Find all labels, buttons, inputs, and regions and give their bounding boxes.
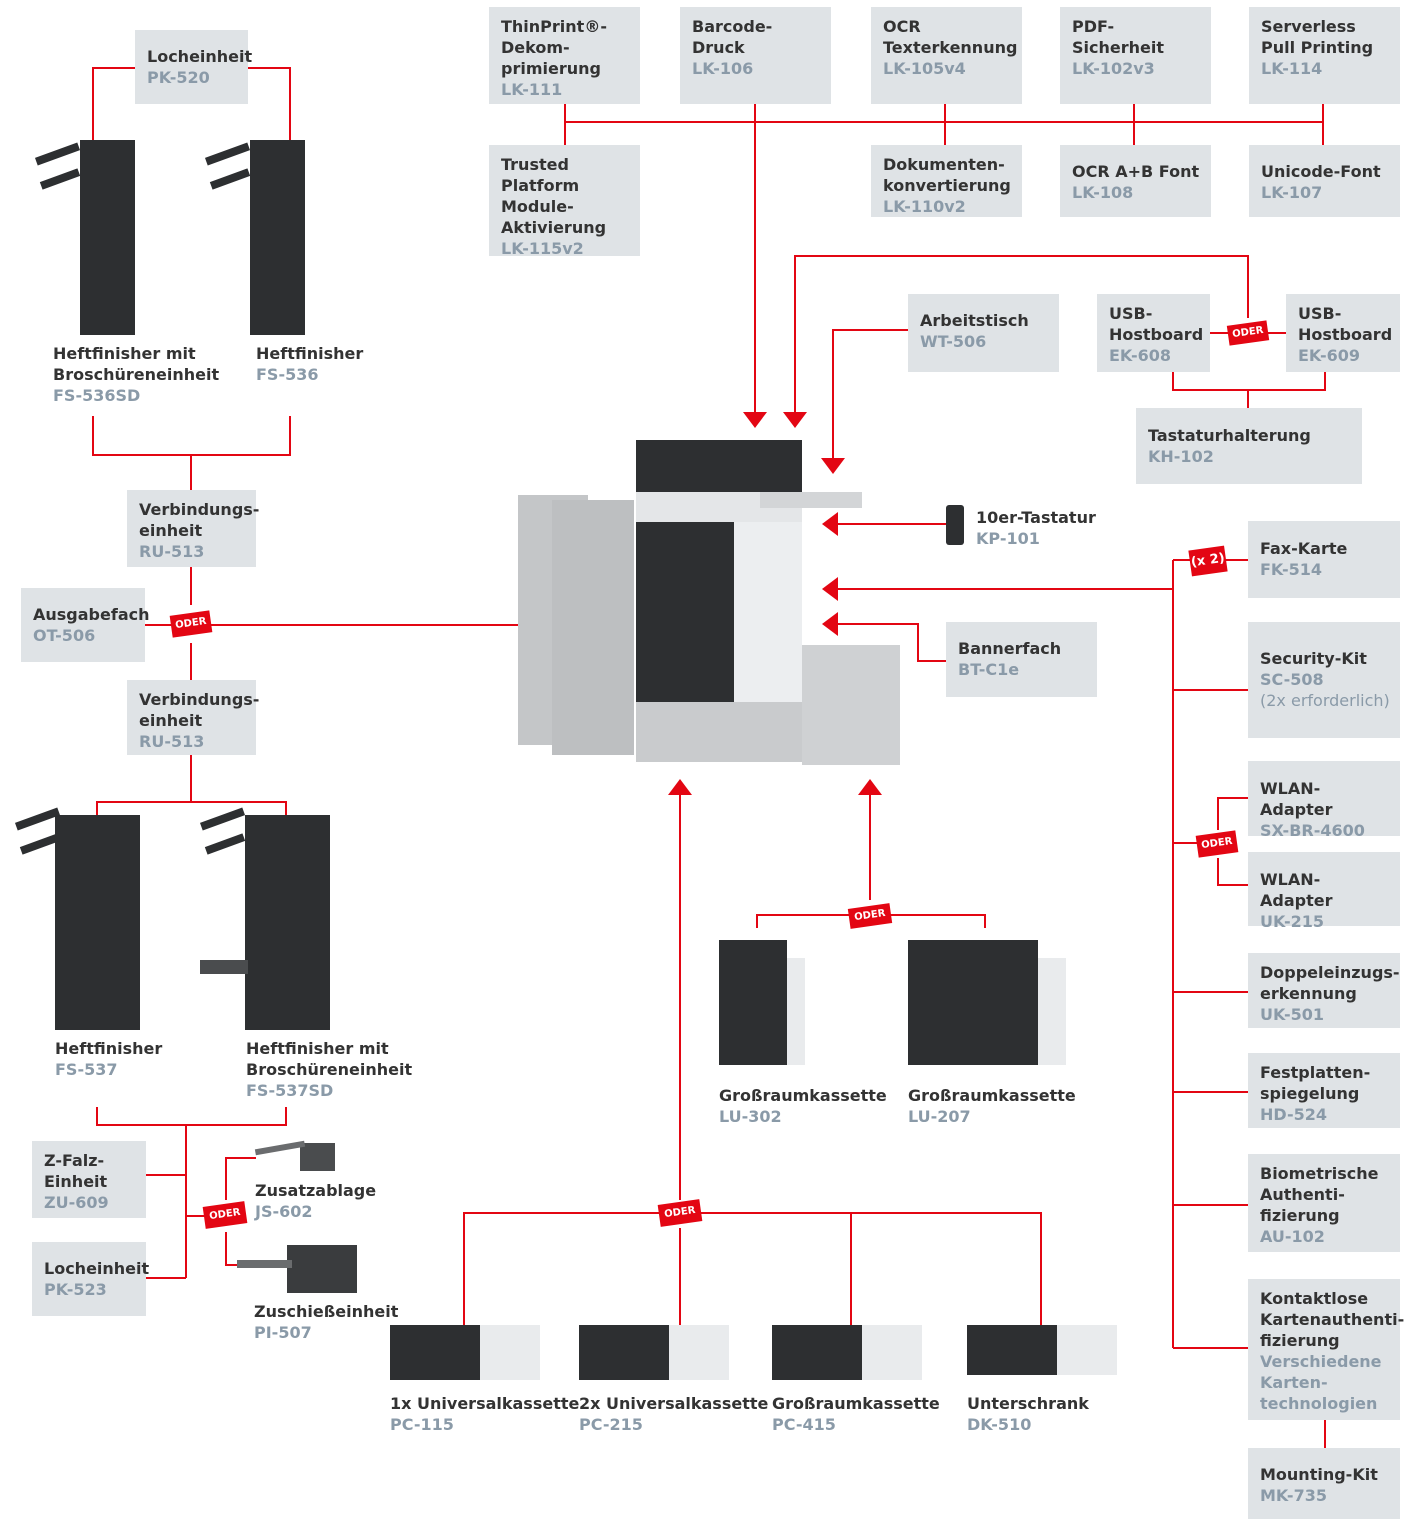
pi507-image bbox=[232, 1240, 357, 1295]
finisher-fs536sd-image bbox=[30, 130, 140, 340]
pc415-image bbox=[772, 1325, 922, 1380]
lu207-image bbox=[908, 940, 1066, 1065]
keypad-image bbox=[946, 505, 964, 545]
js602-image bbox=[254, 1135, 340, 1175]
finisher-fs537sd-image bbox=[170, 807, 330, 1030]
finisher-fs536-image bbox=[195, 130, 305, 340]
lu302-image bbox=[719, 940, 805, 1065]
finisher-fs537-image bbox=[10, 807, 140, 1030]
mfp-device-image bbox=[490, 440, 905, 780]
dk510-image bbox=[967, 1325, 1117, 1380]
pc115-image bbox=[390, 1325, 540, 1380]
fax-quantity-badge: (x 2) bbox=[1188, 545, 1228, 577]
pc215-image bbox=[579, 1325, 729, 1380]
